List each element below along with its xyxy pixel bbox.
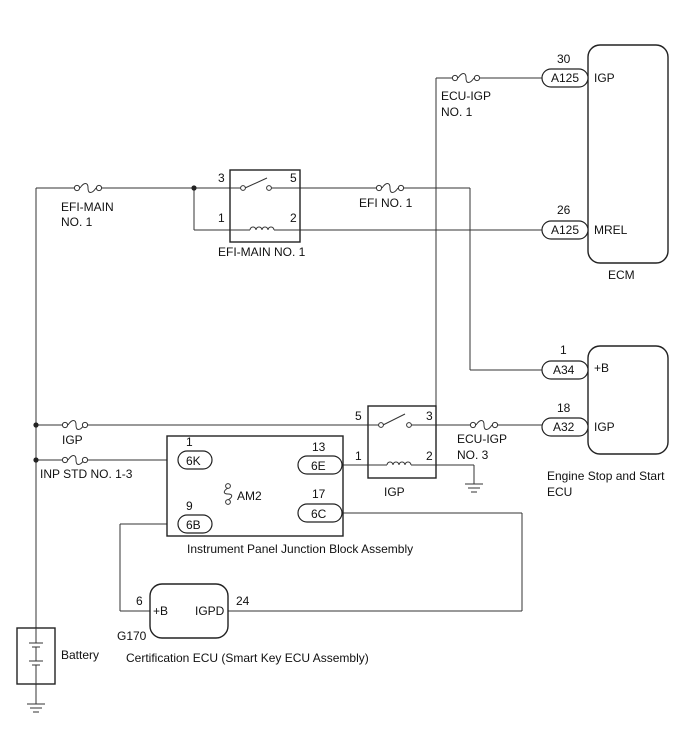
connector bbox=[541, 360, 589, 380]
connector-label: 6B bbox=[186, 518, 201, 532]
connector-label: 6K bbox=[186, 454, 201, 468]
connector-label: A32 bbox=[553, 420, 575, 434]
fuse-label: EFI NO. 1 bbox=[359, 196, 413, 210]
ground-symbol bbox=[465, 483, 483, 493]
pin-label: 1 bbox=[560, 343, 567, 357]
relay-igp bbox=[367, 405, 437, 479]
pin-label: 1 bbox=[355, 449, 362, 463]
connector bbox=[541, 68, 589, 88]
pin-label: 2 bbox=[426, 449, 433, 463]
pin-label: 3 bbox=[426, 409, 433, 423]
fuse-igp bbox=[61, 420, 89, 430]
am2-label: AM2 bbox=[237, 489, 262, 503]
connector bbox=[297, 455, 343, 475]
engine-ecu-box bbox=[587, 345, 669, 455]
connector bbox=[297, 503, 343, 523]
terminal-label: IGP bbox=[594, 71, 615, 85]
pin-label: 1 bbox=[218, 211, 225, 225]
engine-ecu-label: Engine Stop and Start bbox=[547, 469, 665, 483]
fuse-label: NO. 1 bbox=[61, 215, 93, 229]
fuse-efi-no1 bbox=[375, 183, 405, 193]
relay-efi-main bbox=[229, 169, 301, 243]
fuse-am2 bbox=[223, 483, 233, 505]
pin-label: 5 bbox=[290, 171, 297, 185]
pin-label: 6 bbox=[136, 594, 143, 608]
cert-ecu-label: Certification ECU (Smart Key ECU Assembl… bbox=[126, 651, 369, 665]
relay-igp-label: IGP bbox=[384, 485, 405, 499]
pin-label: 13 bbox=[312, 440, 326, 454]
ecm-box bbox=[587, 44, 669, 264]
junction-dot bbox=[191, 185, 197, 191]
pin-label: 1 bbox=[186, 435, 193, 449]
ecm-label: ECM bbox=[608, 268, 635, 282]
terminal-label: IGPD bbox=[195, 604, 225, 618]
fuse-inp-std bbox=[61, 455, 89, 465]
ground-symbol bbox=[27, 703, 45, 713]
fuse-label: NO. 3 bbox=[457, 448, 489, 462]
terminal-label: IGP bbox=[594, 420, 615, 434]
relay-efi-main-label: EFI-MAIN NO. 1 bbox=[218, 245, 306, 259]
fuse-ecu-igp-no1 bbox=[451, 73, 481, 83]
battery-label: Battery bbox=[61, 648, 99, 662]
fuse-label: IGP bbox=[62, 433, 83, 447]
connector-label: 6C bbox=[311, 507, 327, 521]
fuse-ecu-igp-no3 bbox=[469, 420, 499, 430]
fuse-label: ECU-IGP bbox=[457, 432, 507, 446]
fuse-label: NO. 1 bbox=[441, 105, 473, 119]
fuse-label: ECU-IGP bbox=[441, 89, 491, 103]
terminal-label: MREL bbox=[594, 223, 628, 237]
terminal-label: +B bbox=[594, 361, 609, 375]
pin-label: 18 bbox=[557, 401, 571, 415]
terminal-label: +B bbox=[153, 604, 168, 618]
connector-label: A34 bbox=[553, 363, 575, 377]
battery-icon bbox=[29, 628, 43, 684]
fuse-efi-main bbox=[73, 183, 103, 193]
connector-label: A125 bbox=[551, 223, 579, 237]
junction-dot bbox=[33, 422, 39, 428]
fuse-label: EFI-MAIN bbox=[61, 200, 114, 214]
pin-label: 24 bbox=[236, 594, 250, 608]
pin-label: 5 bbox=[355, 409, 362, 423]
pin-label: 26 bbox=[557, 203, 571, 217]
connector-label: 6E bbox=[311, 459, 326, 473]
pin-label: 2 bbox=[290, 211, 297, 225]
cert-ecu-box bbox=[149, 583, 229, 639]
g170-label: G170 bbox=[117, 629, 147, 643]
connector bbox=[177, 450, 213, 470]
connector bbox=[541, 220, 589, 240]
junction-block-label: Instrument Panel Junction Block Assembly bbox=[187, 542, 413, 556]
pin-label: 17 bbox=[312, 487, 326, 501]
pin-label: 9 bbox=[186, 499, 193, 513]
pin-label: 3 bbox=[218, 171, 225, 185]
junction-dot bbox=[33, 457, 39, 463]
fuse-label: INP STD NO. 1-3 bbox=[40, 467, 133, 481]
connector-label: A125 bbox=[551, 71, 579, 85]
connector bbox=[541, 417, 589, 437]
pin-label: 30 bbox=[557, 52, 571, 66]
connector bbox=[177, 514, 213, 534]
engine-ecu-label: ECU bbox=[547, 485, 572, 499]
